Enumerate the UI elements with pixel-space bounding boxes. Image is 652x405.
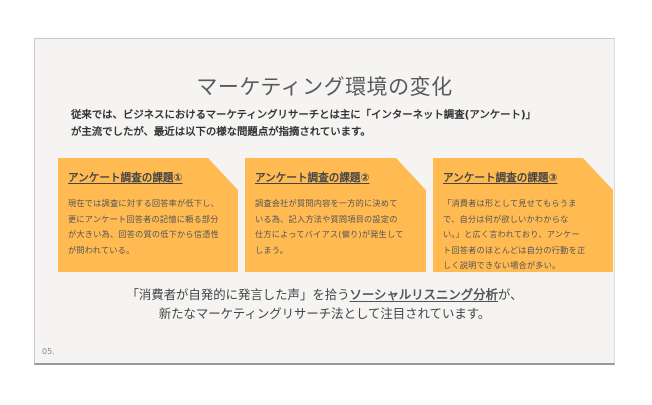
intro-text: 従来では、ビジネスにおけるマーケティングリサーチとは主に「インターネット調査(ア… [71,107,591,141]
issue-card-3: アンケート調査の課題③ 「消費者は形として見せてもらうま で、自分は何が欲しいか… [433,158,613,272]
social-listening-highlight: ソーシャルリスニング分析 [349,287,498,302]
card-body-line: 調査会社が質問内容を一方的に決めて [255,198,398,208]
slide-title: マーケティング環境の変化 [196,75,453,99]
page-number: 05. [42,347,55,356]
issue-card-title: アンケート調査の課題② [255,172,370,184]
card-body-line: 更にアンケート回答者の記憶に頼る部分 [68,213,219,224]
issue-card-body: 「消費者は形として見せてもらうま で、自分は何が欲しいかわからな い。」と広く言… [443,196,607,274]
issue-card-body: 調査会社が質問内容を一方的に決めて いる為、記入方法や質問項目の設定の 仕方によ… [255,196,419,258]
card-body-line: しまう。 [255,244,289,255]
issue-card-title: アンケート調査の課題③ [443,172,558,184]
issue-card-title: アンケート調査の課題① [68,172,183,184]
card-body-line: が問われている。 [68,244,135,255]
conclusion-suffix: が、 [497,287,523,302]
issue-card-2: アンケート調査の課題② 調査会社が質問内容を一方的に決めて いる為、記入方法や質… [245,158,426,272]
card-body-line: ト回答者のほとんどは自分の行動を正 [443,244,586,255]
conclusion-line-1: 「消費者が自発的に発言した声」を拾うソーシャルリスニング分析が、 [35,285,614,304]
conclusion-text: 「消費者が自発的に発言した声」を拾うソーシャルリスニング分析が、 新たなマーケテ… [35,285,614,323]
card-body-line: いる為、記入方法や質問項目の設定の [255,213,398,224]
issue-card-1: アンケート調査の課題① 現在では調査に対する回答率が低下し、 更にアンケート回答… [58,158,238,272]
intro-line-1: 従来では、ビジネスにおけるマーケティングリサーチとは主に「インターネット調査(ア… [71,109,537,121]
intro-line-2: が主流でしたが、最近は以下の様な問題点が指摘されています。 [71,126,371,138]
card-body-line: が大きい為、回答の質の低下から信憑性 [68,229,219,240]
presentation-slide: マーケティング環境の変化 従来では、ビジネスにおけるマーケティングリサーチとは主… [34,38,615,365]
conclusion-prefix: 「消費者が自発的に発言した声」を拾う [126,287,350,302]
card-body-line: い。」と広く言われており、アンケー [443,229,580,240]
card-body-line: 仕方によってバイアス(偏り)が発生して [255,229,404,240]
card-body-line: で、自分は何が欲しいかわからな [443,213,569,224]
conclusion-line-2: 新たなマーケティングリサーチ法として注目されています。 [158,306,491,321]
card-body-line: 「消費者は形として見せてもらうま [443,198,577,208]
card-body-line: しく説明できない場合が多い。 [443,260,561,271]
issue-card-body: 現在では調査に対する回答率が低下し、 更にアンケート回答者の記憶に頼る部分 が大… [68,196,232,258]
card-body-line: 現在では調査に対する回答率が低下し、 [68,198,219,208]
